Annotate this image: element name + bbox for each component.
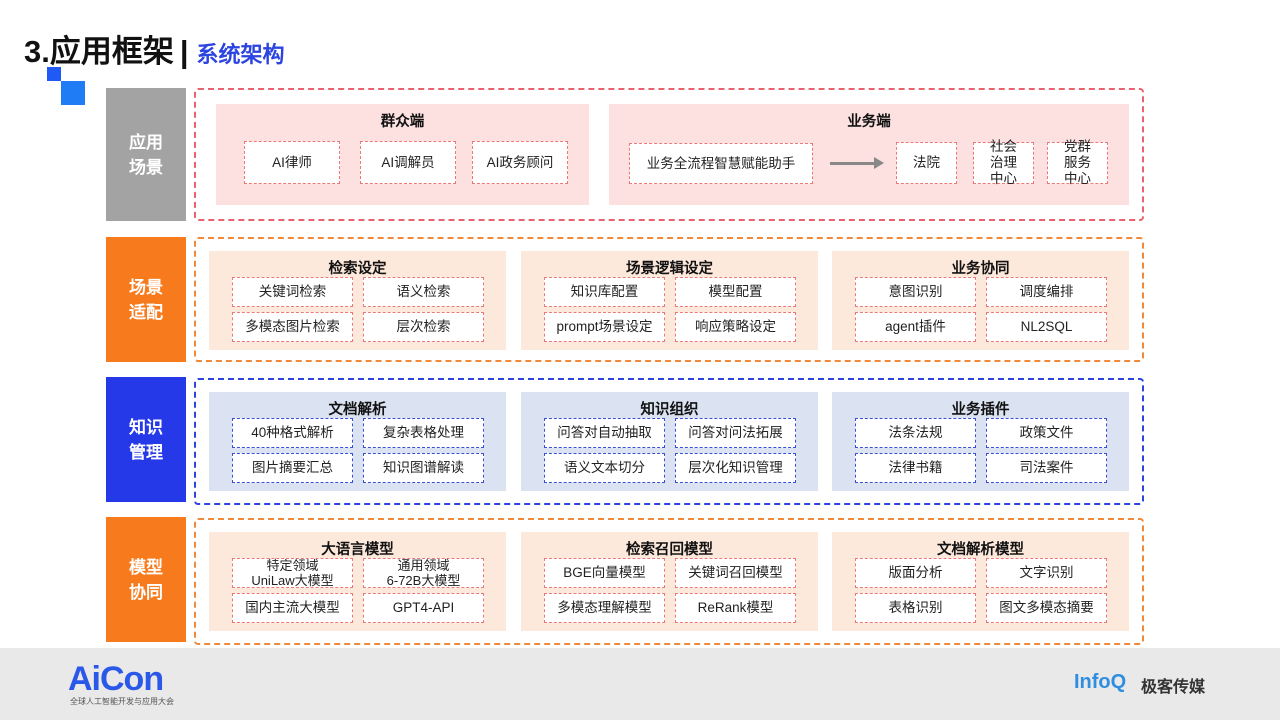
module-box: 问答对问法拓展 <box>675 418 796 448</box>
module-box: 多模态理解模型 <box>544 593 665 623</box>
module-box-assistant: 业务全流程智慧赋能助手 <box>629 143 813 184</box>
aicon-tagline: 全球人工智能开发与应用大会 <box>70 697 174 706</box>
module-box: 版面分析 <box>855 558 976 588</box>
module-box: AI政务顾问 <box>472 141 568 184</box>
layer-label-text: 知识 管理 <box>129 417 163 462</box>
module-box: 语义文本切分 <box>544 453 665 483</box>
module-box: AI律师 <box>244 141 340 184</box>
module-box: 法条法规 <box>855 418 976 448</box>
layer-frame-scenario-adaptation <box>194 237 1144 362</box>
aicon-logo: AiCon <box>68 660 164 698</box>
panel-title: 场景逻辑设定 <box>626 261 713 277</box>
module-box: GPT4-API <box>363 593 484 623</box>
title-subtitle: 系统架构 <box>196 42 285 67</box>
infoq-logo: InfoQ <box>1074 671 1127 693</box>
module-box: 问答对自动抽取 <box>544 418 665 448</box>
module-box: 政策文件 <box>986 418 1107 448</box>
module-box: 响应策略设定 <box>675 312 796 342</box>
module-box: 意图识别 <box>855 277 976 307</box>
layer-label-text: 场景 适配 <box>129 277 163 322</box>
module-box: 40种格式解析 <box>232 418 353 448</box>
layer-frame-knowledge-management <box>194 378 1144 505</box>
module-box: 国内主流大模型 <box>232 593 353 623</box>
geek-media-logo-text: 极客传媒 <box>1141 679 1206 696</box>
module-box-target: 党群 服务 中心 <box>1047 139 1108 186</box>
module-box: 知识图谱解读 <box>363 453 484 483</box>
title-main: 3.应用框架 <box>24 34 174 69</box>
decorative-square-large <box>61 81 85 105</box>
arrow-right-icon <box>830 157 884 169</box>
module-box: 特定领域 UniLaw大模型 <box>232 558 353 588</box>
layer-label-text: 模型 协同 <box>129 557 163 602</box>
layer-label-application-scenario: 应用 场景 <box>106 88 186 221</box>
panel-title: 群众端 <box>380 114 425 130</box>
module-box: prompt场景设定 <box>544 312 665 342</box>
module-box: 多模态图片检索 <box>232 312 353 342</box>
module-box: 文字识别 <box>986 558 1107 588</box>
layer-label-knowledge-management: 知识 管理 <box>106 377 186 502</box>
module-box: NL2SQL <box>986 312 1107 342</box>
module-box: 司法案件 <box>986 453 1107 483</box>
layer-label-model-collaboration: 模型 协同 <box>106 517 186 642</box>
module-box: 层次化知识管理 <box>675 453 796 483</box>
module-box: 法律书籍 <box>855 453 976 483</box>
module-box: 关键词召回模型 <box>675 558 796 588</box>
layer-label-text: 应用 场景 <box>129 132 163 177</box>
module-box: 表格识别 <box>855 593 976 623</box>
module-box: 语义检索 <box>363 277 484 307</box>
title-separator: | <box>179 34 189 69</box>
panel-title: 业务插件 <box>951 402 1010 418</box>
layer-label-scenario-adaptation: 场景 适配 <box>106 237 186 362</box>
module-box: 复杂表格处理 <box>363 418 484 448</box>
module-box: 图片摘要汇总 <box>232 453 353 483</box>
panel-title: 业务协同 <box>951 261 1010 277</box>
layer-frame-model-collaboration <box>194 518 1144 645</box>
panel-title: 业务端 <box>847 114 891 130</box>
module-box: 模型配置 <box>675 277 796 307</box>
module-box: 层次检索 <box>363 312 484 342</box>
module-box: agent插件 <box>855 312 976 342</box>
page-title: 3.应用框架| 系统架构 <box>24 26 285 71</box>
module-box: AI调解员 <box>360 141 456 184</box>
panel-title: 文档解析模型 <box>937 542 1024 558</box>
module-box: 图文多模态摘要 <box>986 593 1107 623</box>
module-box: 通用领域 6-72B大模型 <box>363 558 484 588</box>
decorative-square-small <box>47 67 61 81</box>
panel-title: 知识组织 <box>640 402 699 418</box>
footer-bar <box>0 648 1280 720</box>
module-box: 调度编排 <box>986 277 1107 307</box>
panel-title: 文档解析 <box>328 402 387 418</box>
layer-frame-application-scenario <box>194 88 1144 221</box>
module-box-target: 法院 <box>896 142 957 184</box>
module-box-target: 社会 治理 中心 <box>973 139 1034 186</box>
module-box: 关键词检索 <box>232 277 353 307</box>
panel-title: 检索召回模型 <box>626 542 713 558</box>
panel-title: 检索设定 <box>328 261 387 277</box>
module-box: 知识库配置 <box>544 277 665 307</box>
module-box: BGE向量模型 <box>544 558 665 588</box>
module-box: ReRank模型 <box>675 593 796 623</box>
panel-title: 大语言模型 <box>321 542 394 558</box>
